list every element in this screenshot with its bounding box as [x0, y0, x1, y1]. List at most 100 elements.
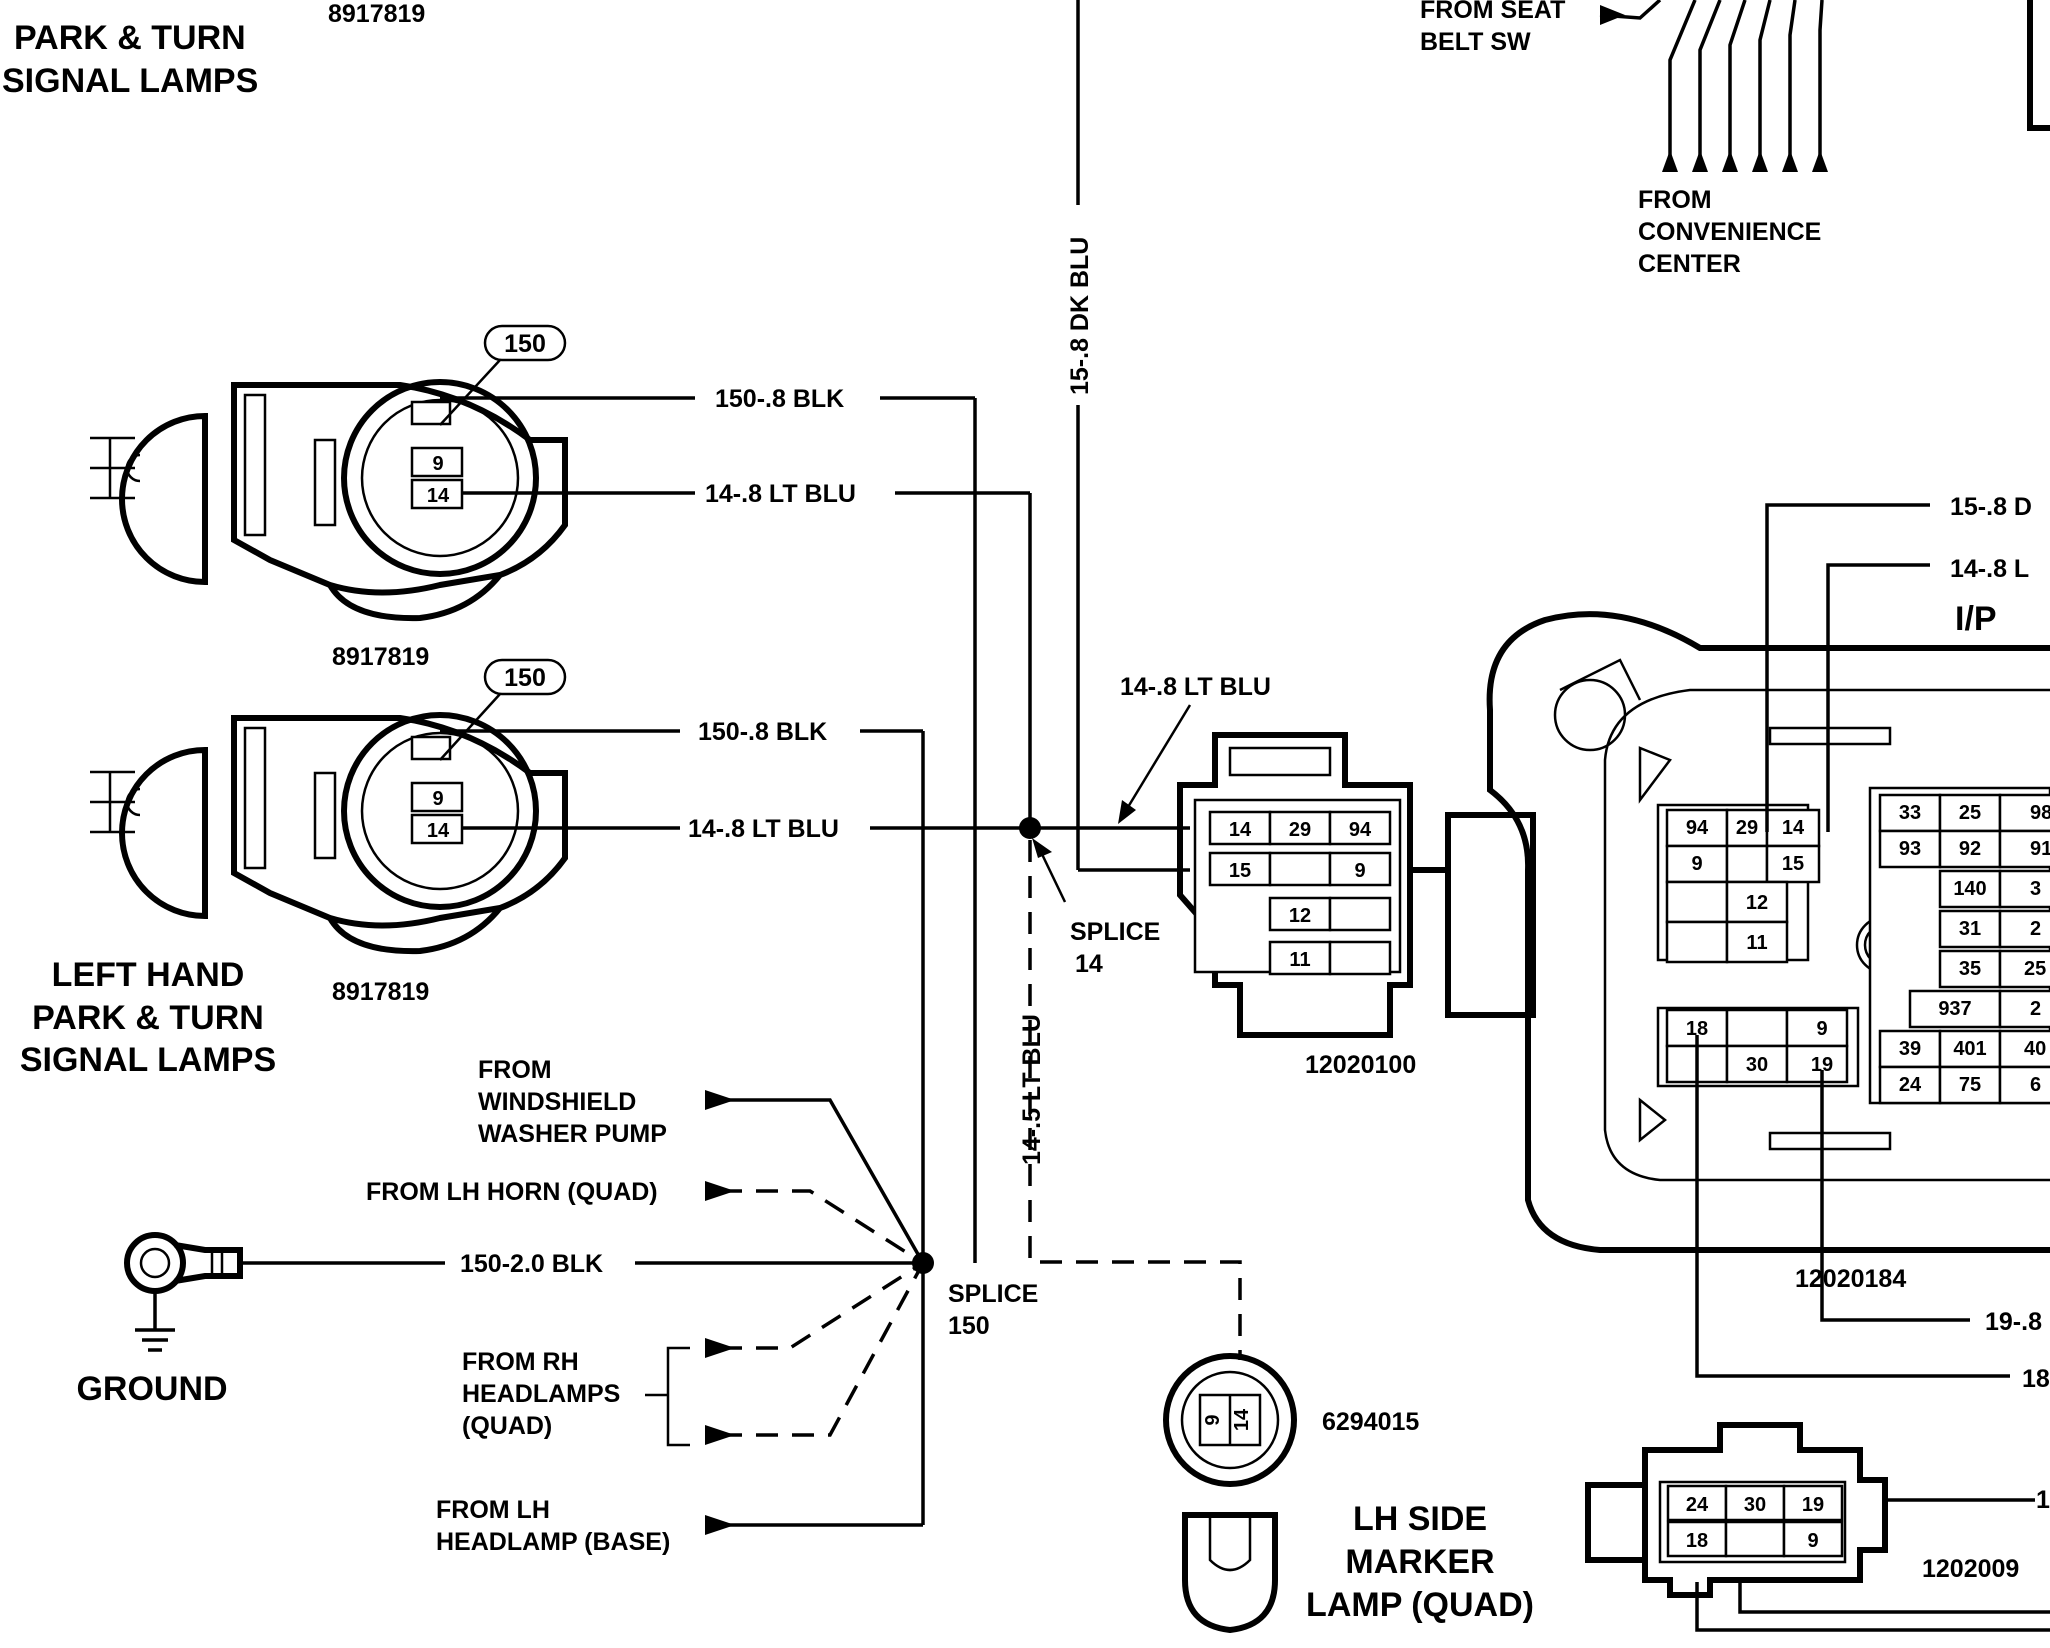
part-number-top: 8917819 [328, 0, 425, 28]
ip-b-pin-r6c2: 2 [2030, 998, 2041, 1020]
ip-b-pin-r7c1: 39 [1899, 1038, 1921, 1060]
wire-label-150-2-blk: 150-2.0 BLK [460, 1250, 603, 1278]
circuit-tag-150-b [483, 658, 567, 696]
wire-label-15-right: 15-.8 D [1950, 493, 2032, 521]
ip-c-pin-r2c2: 30 [1746, 1054, 1768, 1076]
c9-pin-r1c3: 19 [1802, 1494, 1824, 1516]
ip-b-pin-r5c2: 25 [2024, 958, 2046, 980]
from-lh-headlamp-line2: HEADLAMP (BASE) [436, 1528, 670, 1556]
from-washer-line2: WINDSHIELD [478, 1088, 636, 1116]
connector-12020100-label: 12020100 [1305, 1051, 1416, 1079]
lh-lamps-title-line2: PARK & TURN [32, 999, 264, 1037]
c100-pin-r1c1: 14 [1229, 819, 1252, 841]
ip-b-pin-r1c2: 25 [1959, 802, 1981, 824]
from-seat-belt-line2: BELT SW [1420, 28, 1531, 56]
ip-b-pin-r4c1: 31 [1959, 918, 1981, 940]
circuit-tag-150-a [483, 324, 567, 362]
ip-a-pin-r2c1: 9 [1691, 853, 1702, 875]
splice-14-label-line2: 14 [1075, 950, 1103, 978]
tag-leader-b [439, 693, 501, 761]
from-convenience-line3: CENTER [1638, 250, 1741, 278]
c9-pin-r1c1: 24 [1686, 1494, 1709, 1516]
part-number-lh-socket: 8917819 [332, 978, 429, 1006]
ip-a-pin-r3c2: 12 [1746, 892, 1768, 914]
ip-a-pin-r2c3: 15 [1782, 853, 1804, 875]
ip-a-pin-r1c2: 29 [1736, 817, 1758, 839]
wire-label-14-5-ltblu: 14-.5 LT BLU [1018, 1014, 1046, 1165]
ip-a-pin-r1c3: 14 [1782, 817, 1805, 839]
socket1-pin-top: 9 [432, 453, 443, 475]
rh-lamp-socket-assembly [90, 379, 568, 622]
splice-150-label-line2: 150 [948, 1312, 990, 1340]
ip-b-pin-r1c3: 98 [2030, 802, 2050, 824]
rh-lamps-title-line2: SIGNAL LAMPS [2, 62, 258, 100]
ip-a-pin-r4c2: 11 [1746, 932, 1767, 954]
ip-fuse-block [1486, 503, 2050, 1378]
ip-c-pin-r2c3: 19 [1811, 1054, 1833, 1076]
connector-12020100 [1177, 732, 1536, 1038]
wire-label-150-blk-a: 150-.8 BLK [715, 385, 844, 413]
c100-pin-r4c1: 11 [1289, 949, 1310, 971]
socket2-pin-bottom: 14 [427, 820, 450, 842]
lh-lamps-title-line1: LEFT HAND [52, 956, 245, 994]
from-convenience-line1: FROM [1638, 186, 1712, 214]
lh-side-marker-line1: LH SIDE [1353, 1500, 1487, 1538]
marker-pin-right: 14 [1231, 1408, 1253, 1431]
lh-lamps-title-line3: SIGNAL LAMPS [20, 1041, 276, 1079]
connector-1202009-label: 1202009 [1922, 1555, 2019, 1583]
wire-label-18-right: 18 [2022, 1365, 2050, 1393]
ip-b-pin-r3c2: 3 [2030, 878, 2041, 900]
wire-runs [240, 0, 1242, 1535]
splice-150-label-line1: SPLICE [948, 1280, 1038, 1308]
from-seat-belt-line1: FROM SEAT [1420, 0, 1565, 24]
wire-label-14-ltblu-a: 14-.8 LT BLU [705, 480, 856, 508]
ip-b-pin-r2c1: 93 [1899, 838, 1921, 860]
ip-b-pin-r8c1: 24 [1899, 1074, 1922, 1096]
c9-pin-r1c2: 30 [1744, 1494, 1766, 1516]
ip-b-pin-r6c1: 937 [1938, 998, 1971, 1020]
side-marker-connector [1163, 1353, 1297, 1634]
from-washer-line1: FROM [478, 1056, 552, 1084]
c100-pin-r3c1: 12 [1289, 905, 1311, 927]
ip-b-pin-r7c2: 401 [1953, 1038, 1986, 1060]
c100-pin-r2c3: 9 [1354, 860, 1365, 882]
socket1-pin-bottom: 14 [427, 485, 450, 507]
ip-b-pin-r3c1: 140 [1953, 878, 1986, 900]
from-convenience-line2: CONVENIENCE [1638, 218, 1821, 246]
ip-b-pin-r4c2: 2 [2030, 918, 2041, 940]
from-rh-headlamps-line1: FROM RH [462, 1348, 579, 1376]
ground-label: GROUND [76, 1370, 227, 1408]
from-lh-headlamp-line1: FROM LH [436, 1496, 550, 1524]
ip-b-pin-r1c1: 33 [1899, 802, 1921, 824]
wire-label-150-blk-b: 150-.8 BLK [698, 718, 827, 746]
ip-label: I/P [1955, 600, 1997, 638]
ip-c-pin-r1c3: 9 [1816, 1018, 1827, 1040]
from-lh-horn: FROM LH HORN (QUAD) [366, 1178, 658, 1206]
ip-a-pin-r1c1: 94 [1686, 817, 1709, 839]
c9-pin-r2c1: 18 [1686, 1530, 1708, 1552]
wire-label-14-right: 14-.8 L [1950, 555, 2029, 583]
connector-6294015-label: 6294015 [1322, 1408, 1419, 1436]
ip-b-pin-r5c1: 35 [1959, 958, 1981, 980]
splice-14-label-line1: SPLICE [1070, 918, 1160, 946]
connector-12020184-label: 12020184 [1795, 1265, 1906, 1293]
rh-lamps-title-line1: PARK & TURN [14, 19, 246, 57]
convenience-center-leads [1599, 0, 2050, 172]
lh-side-marker-line2: MARKER [1345, 1543, 1494, 1581]
c9-pin-r2c3: 9 [1807, 1530, 1818, 1552]
c100-pin-r2c1: 15 [1229, 860, 1251, 882]
c100-pin-r1c2: 29 [1289, 819, 1311, 841]
ip-b-pin-r7c3: 40 [2024, 1038, 2046, 1060]
lh-side-marker-line3: LAMP (QUAD) [1306, 1586, 1534, 1624]
socket2-pin-top: 9 [432, 788, 443, 810]
part-number-rh-socket: 8917819 [332, 643, 429, 671]
marker-pin-left: 9 [1202, 1414, 1224, 1425]
from-washer-line3: WASHER PUMP [478, 1120, 667, 1148]
ip-b-pin-r2c2: 92 [1959, 838, 1981, 860]
ground-terminal [124, 1232, 243, 1352]
tag-leader-a [439, 359, 501, 426]
wire-label-1-right: 1 [2036, 1486, 2050, 1514]
from-rh-headlamps-line2: HEADLAMPS [462, 1380, 620, 1408]
wire-label-14-ltblu-c: 14-.8 LT BLU [1120, 673, 1271, 701]
